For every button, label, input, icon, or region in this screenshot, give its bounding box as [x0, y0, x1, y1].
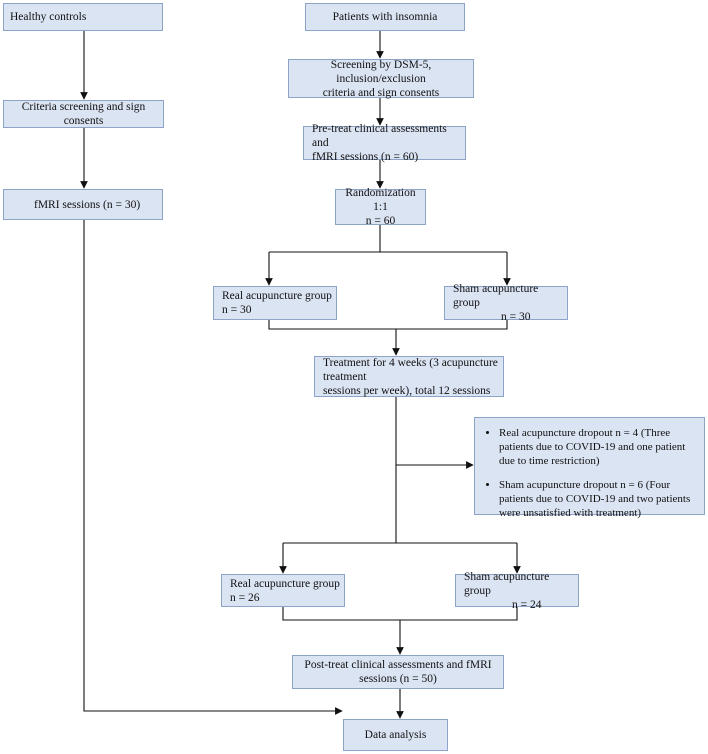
- dropout-real: Real acupuncture dropout n = 4 (Three pa…: [499, 426, 698, 468]
- posttreat-line1: Post-treat clinical assessments and fMRI: [304, 659, 492, 671]
- patients-label: Patients with insomnia: [332, 11, 438, 23]
- sham-group-2-n: n = 24: [512, 598, 542, 611]
- healthy-controls-label: Healthy controls: [10, 11, 87, 23]
- randomization-box: Randomization 1:1 n = 60: [335, 187, 426, 227]
- data-analysis-box: Data analysis: [343, 719, 448, 751]
- treatment-line1: Treatment for 4 weeks (3 acupuncture tre…: [323, 356, 498, 383]
- real-group-2-n: n = 26: [230, 591, 260, 604]
- criteria-screening-box: Criteria screening and sign consents: [3, 100, 164, 128]
- fmri-sessions-label: fMRI sessions (n = 30): [34, 198, 141, 211]
- criteria-screening-label: Criteria screening and sign consents: [21, 101, 146, 127]
- pretreat-line2: fMRI sessions (n = 60): [312, 151, 419, 163]
- real-group-box-1: Real acupuncture group n = 30: [213, 286, 337, 320]
- treatment-line2: sessions per week), total 12 sessions: [323, 384, 491, 397]
- sham-group-1-label: Sham acupuncture group: [453, 283, 539, 309]
- screening-line1: Screening by DSM-5, inclusion/exclusion: [330, 58, 432, 85]
- randomization-line1: Randomization 1:1: [345, 187, 416, 213]
- real-group-1-label: Real acupuncture group: [222, 290, 332, 302]
- real-group-box-2: Real acupuncture group n = 26: [221, 574, 345, 607]
- branch-randomization: [269, 225, 381, 253]
- treatment-box: Treatment for 4 weeks (3 acupuncture tre…: [314, 356, 504, 397]
- dropout-sham: Sham acupuncture dropout n = 6 (Four pat…: [499, 478, 698, 520]
- pretreat-line1: Pre-treat clinical assessments and: [312, 123, 447, 149]
- sham-group-box-1: Sham acupuncture group n = 30: [444, 283, 568, 323]
- dropout-box: Real acupuncture dropout n = 4 (Three pa…: [474, 417, 705, 519]
- patients-box: Patients with insomnia: [305, 3, 465, 31]
- screening-line2: criteria and sign consents: [322, 86, 440, 99]
- sham-group-2-label: Sham acupuncture group: [464, 570, 550, 597]
- arrow-fmri-to-analysis: [83, 220, 343, 715]
- merge-groups-1: [268, 320, 508, 330]
- sham-group-box-2: Sham acupuncture group n = 24: [455, 571, 579, 611]
- real-group-1-n: n = 30: [222, 304, 252, 316]
- dropout-list: Real acupuncture dropout n = 4 (Three pa…: [481, 426, 698, 520]
- screening-box: Screening by DSM-5, inclusion/exclusion …: [288, 58, 474, 99]
- posttreat-box: Post-treat clinical assessments and fMRI…: [292, 655, 504, 689]
- randomization-line2: n = 60: [365, 215, 396, 227]
- healthy-controls-box: Healthy controls: [3, 3, 163, 31]
- fmri-sessions-box: fMRI sessions (n = 30): [3, 189, 163, 220]
- pretreat-box: Pre-treat clinical assessments and fMRI …: [303, 123, 466, 163]
- posttreat-line2: sessions (n = 50): [359, 673, 437, 685]
- data-analysis-label: Data analysis: [364, 729, 427, 741]
- real-group-2-label: Real acupuncture group: [230, 577, 340, 590]
- sham-group-1-n: n = 30: [501, 311, 531, 323]
